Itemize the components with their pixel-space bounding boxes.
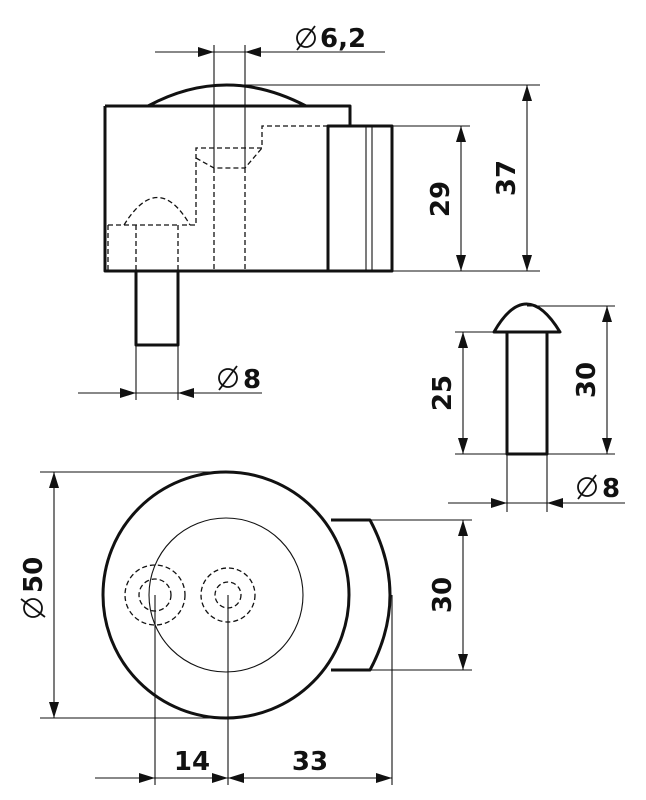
dim-text-top-hole-spacing: 14 (174, 747, 210, 777)
dim-text-rivet-shank-length: 25 (428, 375, 458, 411)
dim-text-top-tab-width: 30 (428, 577, 458, 613)
rivet-head (492, 302, 562, 334)
dim-side-body-height: 29 (392, 125, 470, 271)
dim-side-pin-diameter: 8 (78, 345, 262, 400)
dim-text-side-overall-height: 37 (492, 160, 522, 196)
dim-rivet-diameter: 8 (448, 454, 625, 512)
dim-side-overall-height: 37 (226, 84, 540, 272)
side-view-hidden-channel (179, 125, 328, 226)
side-view-hidden-rivet-head (123, 197, 191, 226)
dim-text-side-body-height: 29 (426, 181, 456, 217)
side-view-pin (134, 271, 180, 347)
top-view-tab (331, 518, 392, 672)
top-view-outer-circle (101, 470, 351, 720)
dim-top-tab-width: 30 (370, 519, 472, 671)
dim-side-bore-diameter: 6,2 (155, 24, 385, 168)
dim-rivet-overall-length: 30 (527, 305, 615, 455)
side-view-body (103, 104, 392, 273)
dim-text-side-bore-diameter: 6,2 (320, 24, 366, 54)
dim-rivet-shank-length: 25 (428, 331, 507, 455)
side-view: 6,2 37 29 8 (78, 24, 540, 400)
dim-text-side-pin-diameter: 8 (243, 365, 261, 395)
side-view-hidden-countersink (195, 147, 263, 169)
top-view: 50 30 14 33 (19, 470, 472, 785)
rivet-shank (505, 330, 549, 456)
dim-text-rivet-diameter: 8 (602, 474, 620, 504)
dim-top-hole-spacing: 14 33 (95, 595, 393, 785)
dim-text-top-hole-to-tab: 33 (292, 747, 328, 777)
dim-text-rivet-overall-length: 30 (572, 362, 602, 398)
dim-text-top-outer-diameter: 50 (19, 557, 49, 593)
side-view-dome (147, 83, 307, 108)
top-view-inner-circle (148, 517, 304, 673)
dim-top-outer-diameter: 50 (19, 471, 226, 719)
side-view-hidden-rivet (107, 224, 179, 271)
side-view-right-block (326, 124, 394, 273)
rivet-view: 25 30 8 (428, 302, 625, 512)
top-view-hole-a-outer (124, 564, 186, 626)
